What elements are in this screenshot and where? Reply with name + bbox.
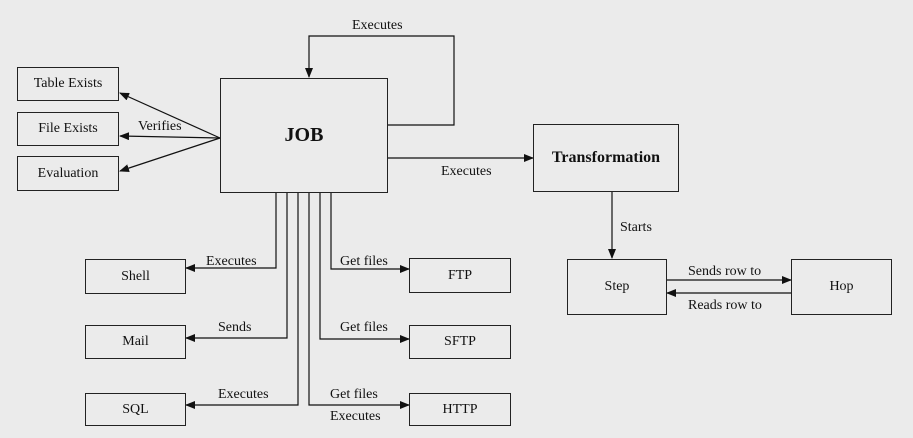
sql-executes-label: Executes	[218, 387, 269, 402]
shell-node: Shell	[85, 259, 186, 294]
sql-edge	[185, 193, 299, 409]
ftp-edge	[330, 193, 410, 273]
job-self-loop-edge	[305, 35, 455, 126]
job-node: JOB	[220, 78, 388, 193]
mail-edge	[185, 193, 288, 342]
ftp-get-files-label: Get files	[340, 254, 388, 269]
http-executes-label: Executes	[330, 409, 381, 424]
sends-row-to-label: Sends row to	[688, 264, 762, 279]
http-get-files-label: Get files	[330, 387, 378, 402]
mail-sends-label: Sends	[218, 320, 252, 335]
evaluation-node: Evaluation	[17, 156, 119, 191]
sftp-get-files-label: Get files	[340, 320, 388, 335]
ftp-node: FTP	[409, 258, 511, 293]
sftp-edge	[319, 193, 410, 343]
job-to-transformation-label: Executes	[441, 164, 492, 179]
http-node: HTTP	[409, 393, 511, 426]
hop-node: Hop	[791, 259, 892, 315]
verifies-edge-evaluation	[119, 137, 221, 172]
starts-label: Starts	[620, 220, 652, 235]
http-edge	[308, 193, 410, 409]
verifies-edge-file-exists	[119, 132, 221, 141]
table-exists-node: Table Exists	[17, 67, 119, 101]
file-exists-node: File Exists	[17, 112, 119, 146]
step-node: Step	[567, 259, 667, 315]
sql-node: SQL	[85, 393, 186, 426]
verifies-label: Verifies	[138, 119, 182, 134]
job-self-executes-label: Executes	[352, 18, 403, 33]
mail-node: Mail	[85, 325, 186, 359]
sftp-node: SFTP	[409, 325, 511, 359]
verifies-edge-table-exists	[119, 92, 221, 139]
transformation-node: Transformation	[533, 124, 679, 192]
reads-row-to-label: Reads row to	[688, 298, 762, 313]
shell-edge	[185, 193, 277, 272]
shell-executes-label: Executes	[206, 254, 257, 269]
